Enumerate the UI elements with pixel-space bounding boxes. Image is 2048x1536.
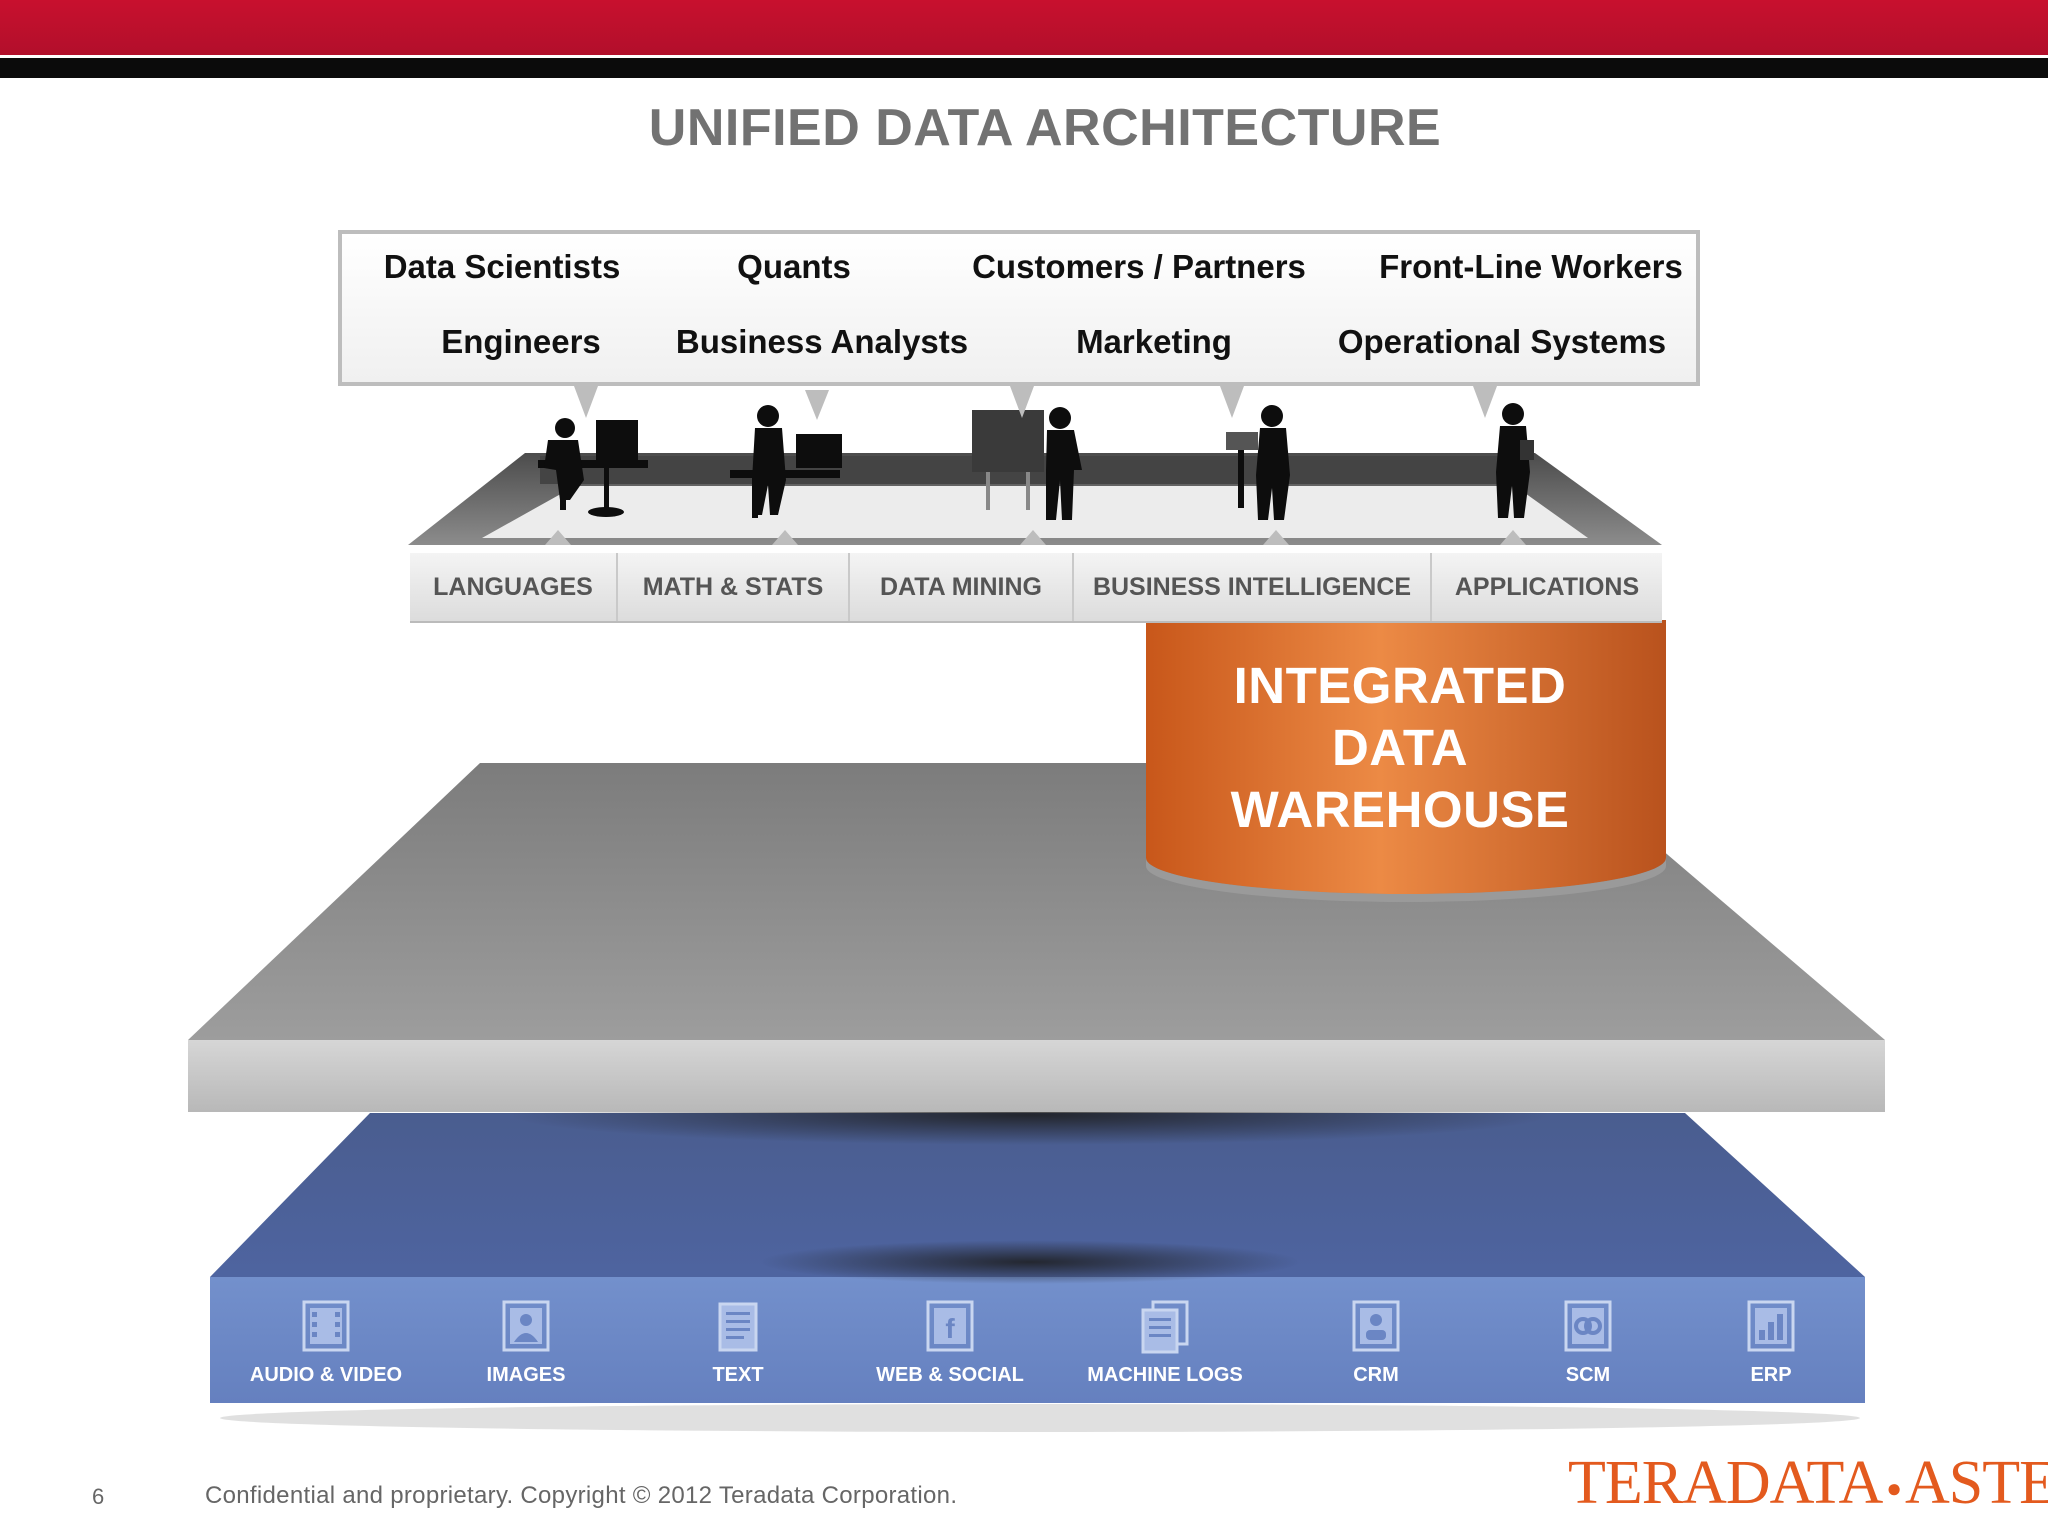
source-label: CRM — [1353, 1364, 1399, 1386]
svg-text:f: f — [945, 1313, 955, 1344]
bar-chart-icon — [1747, 1300, 1795, 1352]
warehouse-label-line3: WAREHOUSE — [1230, 781, 1570, 838]
facebook-icon: f — [926, 1300, 974, 1352]
user-marketing: Marketing — [1076, 323, 1232, 360]
source-label: TEXT — [712, 1364, 764, 1386]
warehouse-label-line2: DATA — [1331, 719, 1469, 776]
tool-math-stats: MATH & STATS — [618, 553, 850, 621]
tool-data-mining: DATA MINING — [850, 553, 1074, 621]
source-label: AUDIO & VIDEO — [249, 1364, 403, 1386]
warehouse-label: INTEGRATED DATA WAREHOUSE — [1160, 655, 1640, 841]
copyright-notice: Confidential and proprietary. Copyright … — [205, 1482, 958, 1509]
header-black-band — [0, 58, 2048, 78]
source-label: WEB & SOCIAL — [876, 1364, 1024, 1386]
teradata-aster-logo: TERADATA●ASTER — [1568, 1448, 2048, 1519]
source-text: TEXT — [638, 1300, 838, 1387]
tool-business-intelligence: BUSINESS INTELLIGENCE — [1074, 553, 1432, 621]
source-erp: ERP — [1671, 1300, 1871, 1387]
header-divider — [0, 55, 2048, 58]
warehouse-cylinder — [1146, 620, 1666, 858]
contact-icon — [1352, 1300, 1400, 1352]
page-number: 6 — [92, 1484, 105, 1509]
tool-languages: LANGUAGES — [410, 553, 618, 621]
sources-slab-top — [210, 1113, 1865, 1277]
film-icon — [302, 1300, 350, 1352]
source-web-social: f WEB & SOCIAL — [850, 1300, 1050, 1387]
source-machine-logs: MACHINE LOGS — [1065, 1300, 1265, 1387]
platform-slab-front — [188, 1040, 1885, 1112]
user-quants: Quants — [737, 248, 851, 285]
user-customers-partners: Customers / Partners — [972, 248, 1306, 285]
user-silhouettes — [538, 403, 1534, 520]
source-scm: SCM — [1488, 1300, 1688, 1387]
source-label: IMAGES — [486, 1364, 566, 1386]
user-communities-box — [338, 230, 1700, 386]
link-icon — [1564, 1300, 1612, 1352]
user-engineers: Engineers — [441, 323, 601, 360]
user-operational-systems: Operational Systems — [1337, 323, 1667, 360]
logo-teradata: TERADATA — [1568, 1449, 1883, 1517]
source-label: ERP — [1750, 1364, 1792, 1386]
source-images: IMAGES — [426, 1300, 626, 1387]
log-icon — [1141, 1300, 1189, 1354]
source-label: SCM — [1565, 1364, 1611, 1386]
source-label: MACHINE LOGS — [1087, 1364, 1243, 1386]
header-red-band — [0, 0, 2048, 55]
logo-aster: ASTER — [1904, 1449, 2048, 1517]
callout-pointers — [574, 386, 1497, 420]
source-audio-video: AUDIO & VIDEO — [226, 1300, 426, 1387]
analytics-tools-row: LANGUAGES MATH & STATS DATA MINING BUSIN… — [410, 553, 1662, 623]
user-data-scientists: Data Scientists — [383, 248, 621, 285]
tool-applications: APPLICATIONS — [1454, 572, 1640, 601]
user-business-analysts: Business Analysts — [675, 323, 969, 360]
user-front-line-workers: Front-Line Workers — [1379, 248, 1683, 285]
source-crm: CRM — [1276, 1300, 1476, 1387]
image-icon — [502, 1300, 550, 1352]
slide-title: UNIFIED DATA ARCHITECTURE — [648, 99, 1442, 157]
document-icon — [718, 1302, 758, 1352]
warehouse-label-line1: INTEGRATED — [1233, 657, 1567, 714]
